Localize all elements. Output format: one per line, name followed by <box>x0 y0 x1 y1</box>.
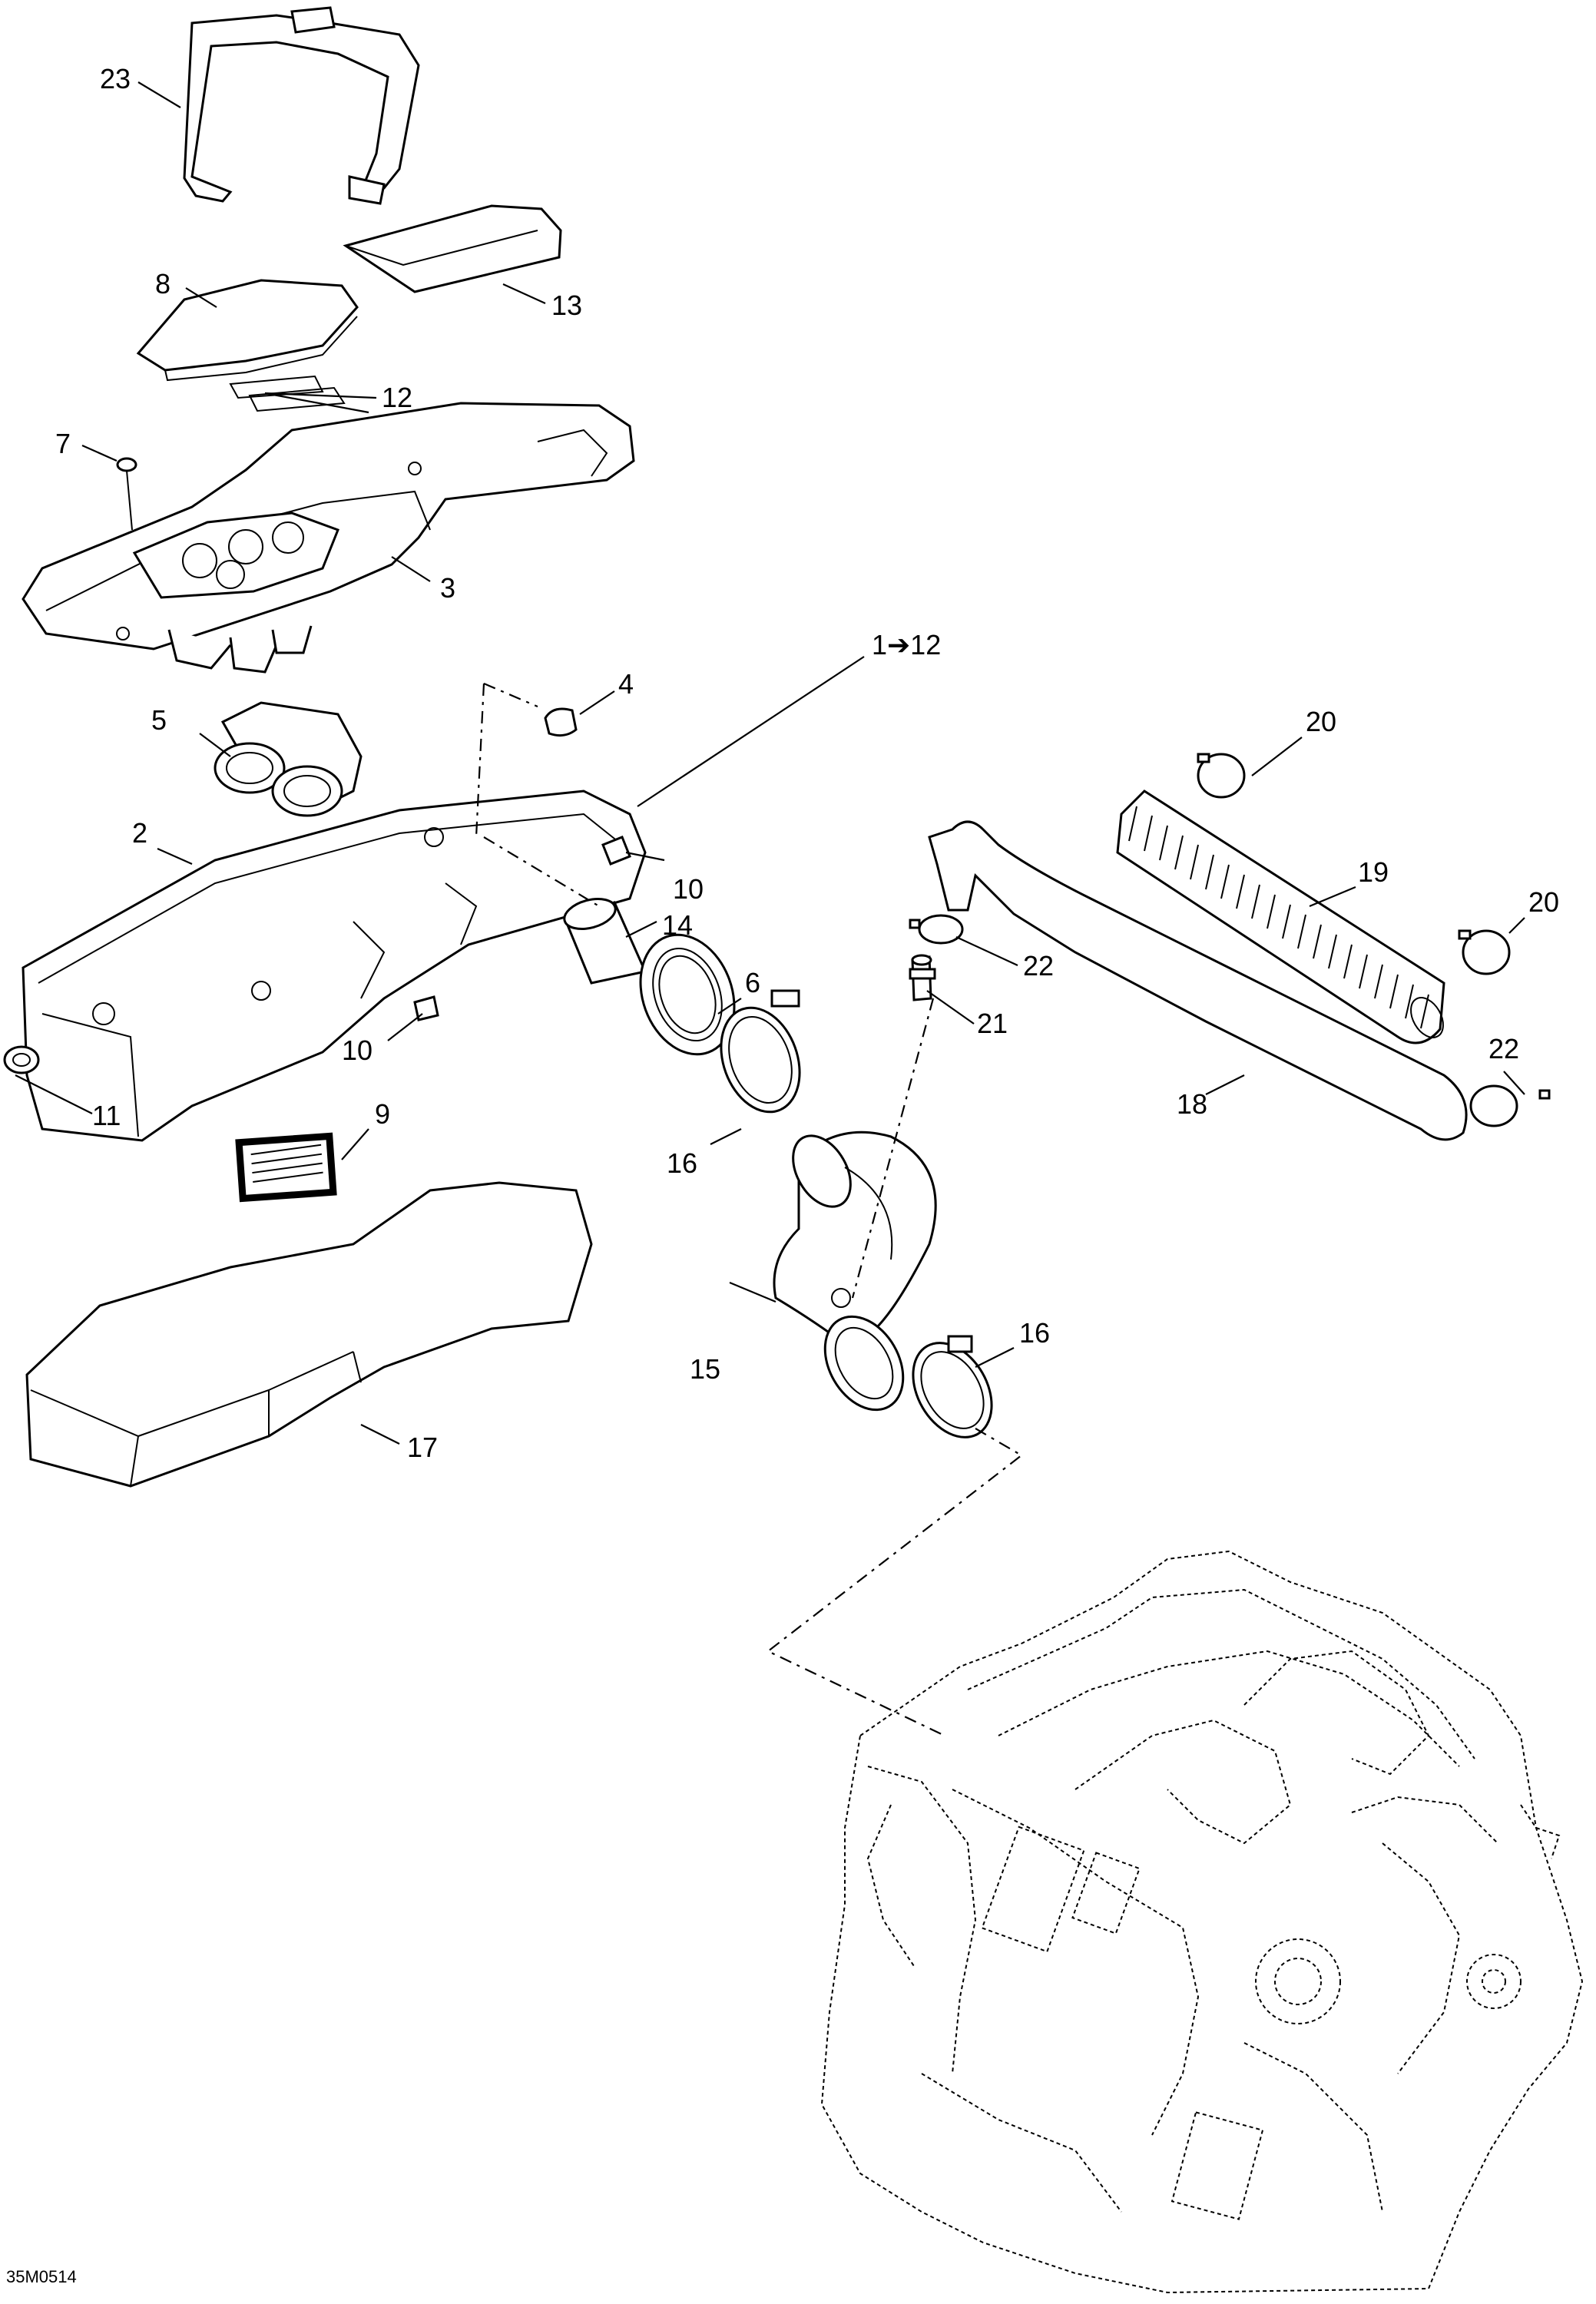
part-20-clamp-lower <box>1458 929 1511 975</box>
callout-22-upper: 22 <box>1023 950 1055 982</box>
part-21-fitting <box>909 954 936 1001</box>
part-14-sleeve <box>562 898 647 985</box>
part-7-bolt <box>116 457 137 531</box>
part-5-twin-intake <box>214 701 363 817</box>
callout-3: 3 <box>440 572 456 604</box>
callout-13: 13 <box>551 290 583 321</box>
callout-19: 19 <box>1358 856 1389 888</box>
part-16-clamp-lower <box>912 1335 993 1438</box>
callout-7: 7 <box>55 428 71 459</box>
part-12-strips <box>229 375 346 412</box>
engine-phantom <box>820 1550 1584 2294</box>
leader-lines <box>15 81 1525 1445</box>
callout-4: 4 <box>618 668 634 700</box>
part-20-clamp-upper <box>1197 753 1246 799</box>
callout-17: 17 <box>407 1432 439 1463</box>
part-10-plug-upper <box>601 836 631 866</box>
callout-21: 21 <box>977 1008 1008 1039</box>
part-22-clamp-upper <box>909 914 964 945</box>
part-9-label <box>235 1132 337 1203</box>
part-13-cover <box>343 204 562 293</box>
callout-20-lower: 20 <box>1528 886 1560 918</box>
callout-9: 9 <box>375 1098 391 1130</box>
part-19-corrugated-hose <box>1116 790 1445 1044</box>
part-8-pad <box>136 279 359 382</box>
assembly-lines <box>475 682 1023 1736</box>
part-6-coupler <box>639 933 736 1056</box>
callout-22-lower: 22 <box>1488 1033 1520 1064</box>
callout-14: 14 <box>662 909 694 941</box>
callout-11: 11 <box>92 1100 121 1131</box>
callout-2: 2 <box>132 817 148 849</box>
callout-16-lower: 16 <box>1019 1317 1051 1349</box>
callout-15: 15 <box>690 1353 721 1385</box>
callout-10-lower: 10 <box>342 1034 373 1066</box>
callout-16-upper: 16 <box>667 1147 698 1179</box>
part-3-upper-housing <box>22 402 635 674</box>
callout-12: 12 <box>382 382 413 413</box>
figure-code: 35M0514 <box>6 2267 77 2286</box>
callout-20-upper: 20 <box>1306 706 1337 737</box>
part-11-grommet <box>3 1045 40 1074</box>
callout-6: 6 <box>745 967 761 998</box>
part-2-lower-housing <box>22 790 647 1142</box>
callout-8: 8 <box>155 268 171 300</box>
callout-23: 23 <box>100 63 131 94</box>
callout-1-to-12: 1➔12 <box>872 629 942 660</box>
callout-10-upper: 10 <box>673 873 704 905</box>
callout-5: 5 <box>151 704 167 736</box>
part-18-hose <box>928 820 1468 1141</box>
part-22-clamp-lower <box>1469 1084 1551 1127</box>
part-4-cap <box>544 707 578 737</box>
part-16-clamp-upper <box>720 989 801 1114</box>
part-17-bottom-cover <box>25 1181 593 1488</box>
part-15-elbow-duct <box>773 1130 937 1412</box>
part-23-strap <box>183 6 420 205</box>
callout-18: 18 <box>1177 1088 1208 1120</box>
part-10-plug-lower <box>413 995 439 1021</box>
